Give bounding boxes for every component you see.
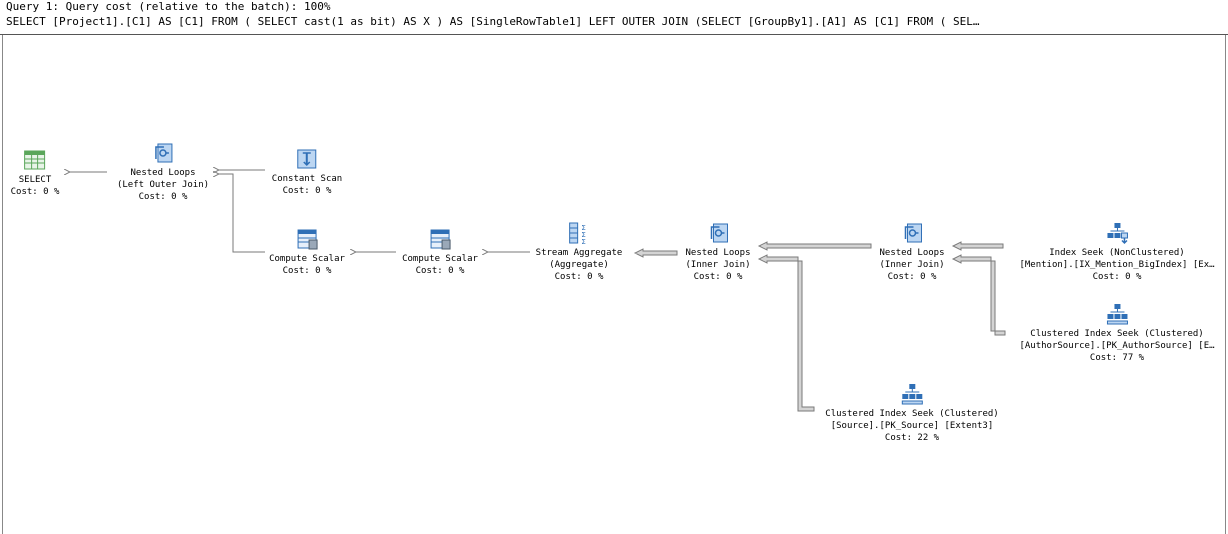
- constant-scan-icon: [297, 149, 317, 169]
- result-grid-icon: [24, 150, 46, 170]
- arrow-mention-seek-to-nl2: [951, 241, 1004, 251]
- svg-text:Σ: Σ: [582, 238, 586, 245]
- arrow-compute1-to-nl: [218, 174, 265, 253]
- node-label: Nested Loops: [879, 248, 945, 258]
- node-cost: Cost: 0 %: [1092, 272, 1142, 282]
- node-label: Nested Loops: [685, 248, 751, 258]
- node-label: Clustered Index Seek (Clustered): [825, 409, 999, 419]
- node-sublabel: (Aggregate): [549, 260, 609, 270]
- nested-loops-icon: [710, 223, 728, 243]
- arrow-nl1-to-streamagg: [633, 248, 678, 258]
- plan-node-stream-aggregate[interactable]: Σ Σ Σ Stream Aggregate (Aggregate) Cost:…: [535, 221, 623, 283]
- query-cost-line: Query 1: Query cost (relative to the bat…: [6, 0, 331, 13]
- node-cost: Cost: 0 %: [10, 187, 60, 197]
- node-label: Nested Loops: [130, 168, 196, 178]
- plan-node-clustered-seek-authorsource[interactable]: Clustered Index Seek (Clustered) [Author…: [1019, 302, 1215, 364]
- plan-node-clustered-seek-source[interactable]: Clustered Index Seek (Clustered) [Source…: [825, 382, 999, 444]
- nested-loops-icon: [904, 223, 922, 243]
- plan-node-constant-scan[interactable]: Constant Scan Cost: 0 %: [272, 147, 342, 197]
- svg-text:Σ: Σ: [582, 224, 586, 232]
- node-cost: Cost: 0 %: [887, 272, 937, 282]
- node-cost: Cost: 0 %: [415, 266, 465, 276]
- node-cost: Cost: 0 %: [138, 192, 188, 202]
- clustered-index-seek-icon: [901, 384, 923, 405]
- node-sublabel: (Left Outer Join): [116, 180, 210, 190]
- stream-aggregate-icon: Σ Σ Σ: [569, 222, 586, 245]
- compute-scalar-icon: [297, 229, 318, 250]
- node-cost: Cost: 0 %: [282, 266, 332, 276]
- node-label: SELECT: [18, 175, 52, 185]
- node-cost: Cost: 77 %: [1089, 353, 1145, 363]
- node-label: Index Seek (NonClustered): [1049, 248, 1185, 258]
- node-label: Stream Aggregate: [535, 248, 623, 258]
- node-object: [Source].[PK_Source] [Extent3]: [830, 421, 994, 431]
- execution-plan-canvas[interactable]: SELECT Cost: 0 % Nested Loops (Left Oute…: [2, 35, 1226, 534]
- plan-node-compute-scalar-2[interactable]: Compute Scalar Cost: 0 %: [402, 227, 478, 277]
- plan-arrows: [3, 35, 1006, 412]
- clustered-index-seek-icon: [1106, 304, 1128, 325]
- plan-node-select[interactable]: SELECT Cost: 0 %: [10, 148, 60, 198]
- query-sql-text: SELECT [Project1].[C1] AS [C1] FROM ( SE…: [6, 15, 980, 28]
- node-cost: Cost: 22 %: [884, 433, 940, 443]
- node-object: [AuthorSource].[PK_AuthorSource] [E…: [1019, 341, 1215, 351]
- compute-scalar-icon: [430, 229, 451, 250]
- plan-node-index-seek-mention[interactable]: Index Seek (NonClustered) [Mention].[IX_…: [1019, 221, 1215, 283]
- index-seek-icon: [1106, 223, 1128, 245]
- arrow-nl2-to-nl1: [757, 241, 872, 251]
- arrow-source-seek-to-nl1: [757, 254, 815, 412]
- node-label: Compute Scalar: [402, 254, 478, 264]
- plan-node-nested-loops-inner-1[interactable]: Nested Loops (Inner Join) Cost: 0 %: [685, 221, 751, 283]
- svg-text:Σ: Σ: [582, 231, 586, 239]
- nested-loops-icon: [155, 143, 173, 163]
- node-label: Compute Scalar: [269, 254, 345, 264]
- node-label: Constant Scan: [271, 174, 343, 184]
- plan-node-nested-loops-outer[interactable]: Nested Loops (Left Outer Join) Cost: 0 %: [117, 141, 209, 203]
- node-cost: Cost: 0 %: [554, 272, 604, 282]
- node-sublabel: (Inner Join): [685, 260, 751, 270]
- plan-node-nested-loops-inner-2[interactable]: Nested Loops (Inner Join) Cost: 0 %: [879, 221, 945, 283]
- plan-node-compute-scalar-1[interactable]: Compute Scalar Cost: 0 %: [269, 227, 345, 277]
- node-label: Clustered Index Seek (Clustered): [1030, 329, 1204, 339]
- node-cost: Cost: 0 %: [693, 272, 743, 282]
- query-header: Query 1: Query cost (relative to the bat…: [0, 0, 1228, 35]
- node-object: [Mention].[IX_Mention_BigIndex] [Ex…: [1019, 260, 1215, 270]
- node-cost: Cost: 0 %: [282, 186, 332, 196]
- node-sublabel: (Inner Join): [879, 260, 945, 270]
- arrow-authorsource-seek-to-nl2: [951, 254, 1006, 336]
